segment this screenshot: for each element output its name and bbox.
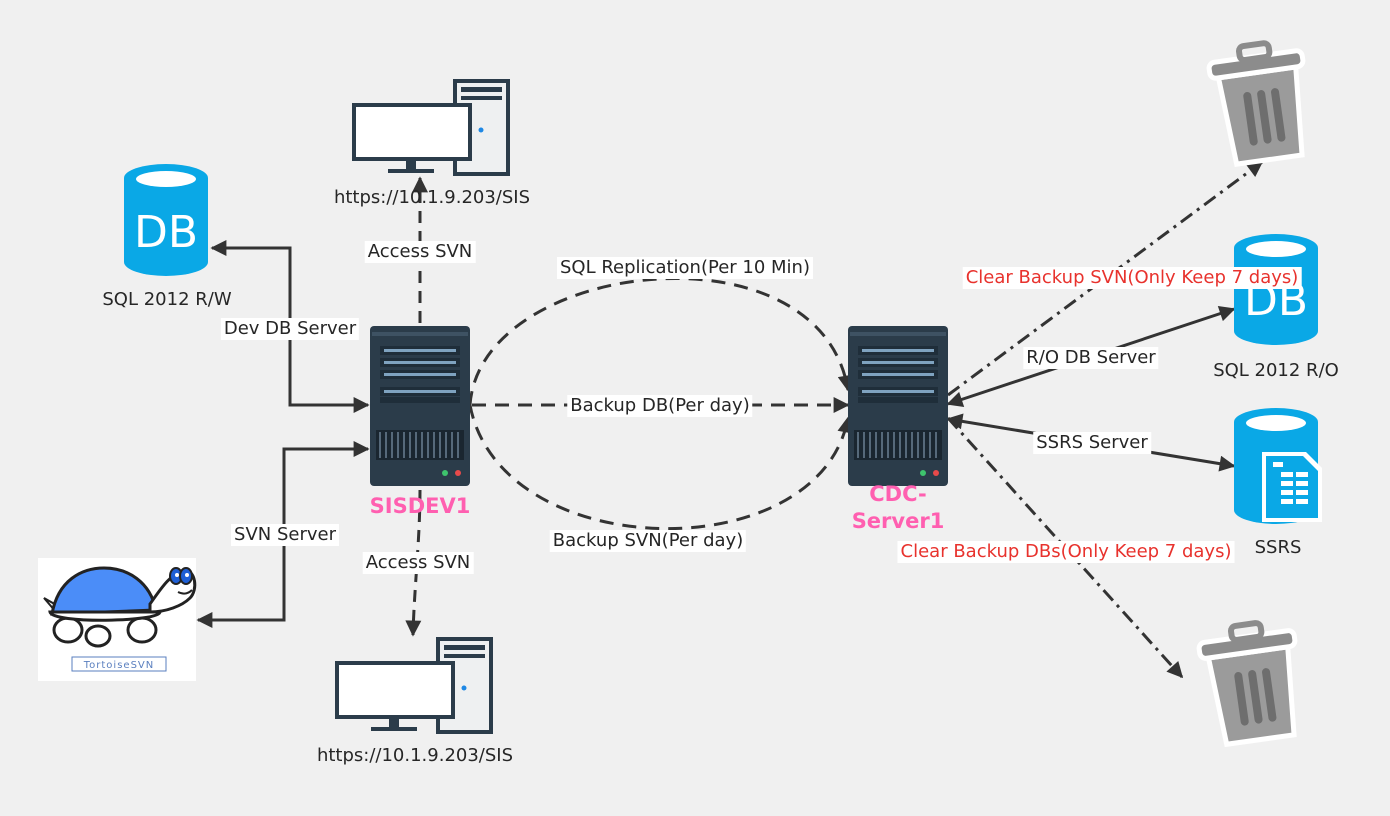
dev-db-server-label: Dev DB Server: [220, 318, 360, 340]
backup-db-label: Backup DB(Per day): [567, 395, 753, 417]
database-rw-text: DB: [134, 207, 198, 258]
sql-replication-arc: [468, 276, 854, 406]
svn-server-label: SVN Server: [231, 524, 339, 546]
sql-replication-label: SQL Replication(Per 10 Min): [557, 257, 813, 279]
sql-rw-label: SQL 2012 R/W: [102, 289, 232, 310]
workstation-bottom-icon: [335, 637, 493, 734]
server-sisdev1-icon: [370, 326, 470, 486]
ssrs-database-icon: [1234, 408, 1322, 524]
url-top-label: https://10.1.9.203/SIS: [333, 187, 531, 208]
access-svn-bottom-connector: [405, 489, 422, 637]
backup-svn-arc: [468, 404, 854, 530]
workstation-top-icon: [352, 79, 510, 176]
cdc-server-label-line2: Server1: [851, 509, 945, 533]
sisdev1-label: SISDEV1: [369, 494, 471, 518]
ssrs-server-label: SSRS Server: [1033, 432, 1151, 454]
ro-db-server-label: R/O DB Server: [1023, 347, 1159, 369]
clear-backup-svn-label: Clear Backup SVN(Only Keep 7 days): [962, 267, 1302, 289]
server-cdc-icon: [848, 326, 948, 486]
trash-bottom-icon: [1196, 620, 1298, 748]
trash-top-icon: [1206, 40, 1306, 167]
connectors: [196, 160, 1264, 679]
cdc-server-label-line1: CDC-: [869, 482, 927, 506]
database-rw-icon: DB: [124, 164, 208, 276]
clear-backup-dbs-label: Clear Backup DBs(Only Keep 7 days): [897, 541, 1235, 563]
sql-ro-label: SQL 2012 R/O: [1213, 360, 1339, 381]
tortoise-svn-logo: TortoiseSVN: [38, 558, 197, 681]
tortoise-svn-caption: TortoiseSVN: [83, 660, 155, 671]
access-svn-bottom-label: Access SVN: [362, 552, 474, 574]
backup-svn-label: Backup SVN(Per day): [549, 530, 747, 552]
access-svn-top-label: Access SVN: [364, 241, 476, 263]
database-ro-icon: DB: [1234, 234, 1318, 345]
url-bottom-label: https://10.1.9.203/SIS: [316, 745, 514, 766]
ssrs-label: SSRS: [1254, 537, 1302, 558]
